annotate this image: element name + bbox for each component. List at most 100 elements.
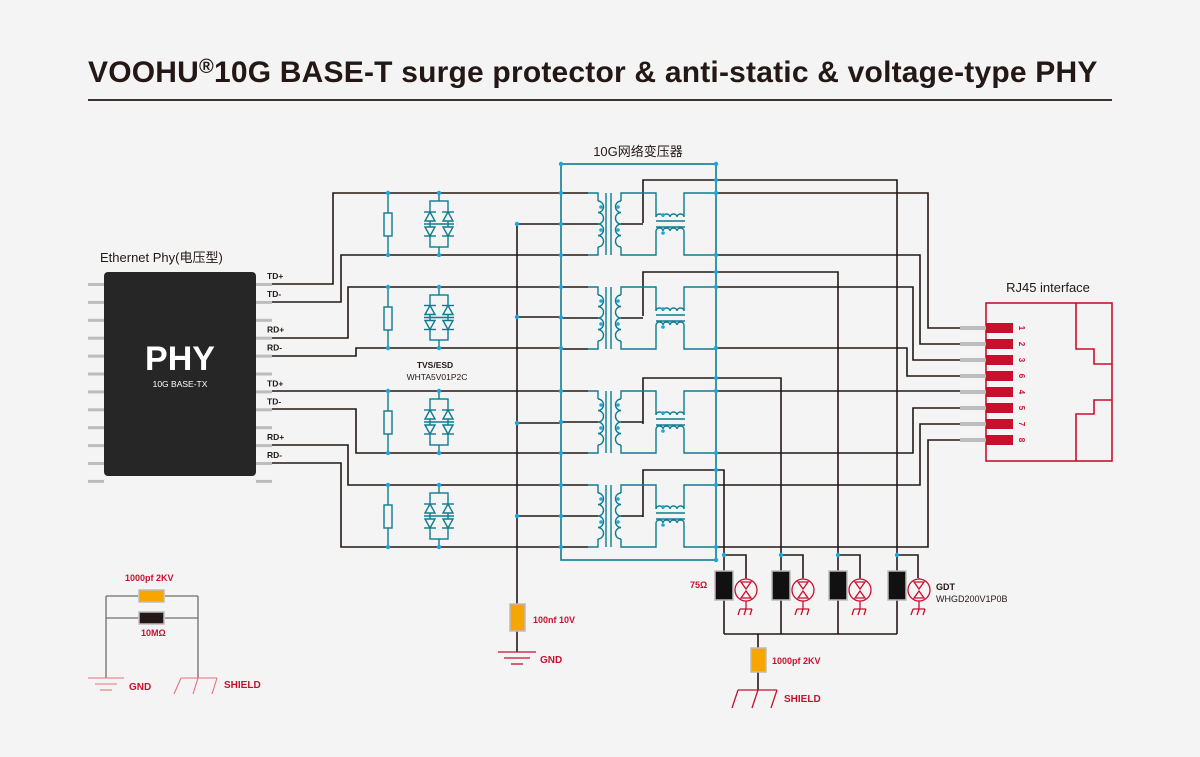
rj45-pin-lead bbox=[960, 390, 986, 394]
gdt-electrodes bbox=[796, 581, 810, 599]
rj45-pin-number: 1 bbox=[1017, 326, 1026, 331]
rj45-pin bbox=[986, 339, 1013, 349]
bob-smith-resistor-75ohm bbox=[714, 570, 734, 601]
transformer-outline bbox=[560, 163, 717, 561]
junction-node bbox=[514, 420, 520, 426]
junction-node bbox=[385, 190, 391, 196]
phy-chip-body bbox=[104, 272, 256, 476]
phy-pin bbox=[256, 283, 272, 286]
choke-coil bbox=[655, 307, 685, 312]
capacitor-1000pf-shield bbox=[750, 647, 767, 673]
registered-mark: ® bbox=[199, 56, 214, 78]
polarity-dots bbox=[599, 205, 665, 235]
junction-node bbox=[721, 552, 727, 558]
phy-pin-label: RD+ bbox=[267, 432, 284, 442]
polarity-dots bbox=[599, 497, 665, 527]
tvs-block bbox=[383, 193, 455, 255]
legend-resistor bbox=[138, 611, 165, 625]
junction-node bbox=[558, 388, 564, 394]
rj45-pin-number: 8 bbox=[1017, 438, 1026, 443]
gdt-electrodes bbox=[853, 581, 867, 599]
junction-node bbox=[436, 252, 442, 258]
rj45-pin-lead bbox=[960, 406, 986, 410]
tvs-diode bbox=[423, 319, 437, 331]
chassis-legend: 1000pf 2KV 10MΩ GND SHIELD bbox=[88, 573, 261, 695]
choke-coil bbox=[655, 425, 685, 430]
junction-node bbox=[713, 482, 719, 488]
rj45-pin-lead bbox=[960, 374, 986, 378]
capacitor-100nf bbox=[509, 603, 526, 632]
tvs-diode bbox=[441, 226, 455, 238]
phy-pin bbox=[88, 462, 104, 465]
polarity-dot bbox=[599, 205, 603, 209]
tvs-blocks bbox=[383, 193, 455, 547]
legend-capacitor bbox=[138, 589, 165, 603]
polarity-dot bbox=[616, 426, 620, 430]
bob-smith-resistor-75ohm bbox=[887, 570, 907, 601]
legend-shield-symbol bbox=[173, 677, 218, 695]
transformer-title: 10G网络变压器 bbox=[593, 144, 683, 159]
junction-node bbox=[558, 315, 564, 320]
phy-pin bbox=[256, 462, 272, 465]
page-title: VOOHU®10G BASE-T surge protector & anti-… bbox=[88, 56, 1098, 90]
signal-wires bbox=[272, 179, 960, 690]
rj45-latch-bottom bbox=[1075, 399, 1112, 461]
junction-node bbox=[558, 345, 564, 351]
phy-pin bbox=[256, 300, 272, 304]
rj45-pin bbox=[986, 403, 1013, 413]
legend-res-label: 10MΩ bbox=[141, 628, 166, 638]
gdt-electrodes bbox=[739, 581, 753, 599]
legend-wires bbox=[105, 595, 199, 678]
legend-shield-label: SHIELD bbox=[224, 680, 261, 691]
junction-node bbox=[713, 557, 719, 563]
junction-node bbox=[558, 419, 564, 425]
polarity-dot bbox=[616, 403, 620, 407]
junction-node bbox=[436, 544, 442, 550]
polarity-dot bbox=[599, 403, 603, 407]
junction-node bbox=[558, 190, 564, 196]
bob-smith-resistor-75ohm bbox=[828, 570, 848, 601]
polarity-dot bbox=[599, 497, 603, 501]
gdt-part: WHGD200V1P0B bbox=[936, 594, 1008, 604]
transformer-channels bbox=[561, 192, 716, 548]
phy-pin bbox=[256, 408, 272, 412]
junction-node bbox=[385, 345, 391, 351]
polarity-dot bbox=[661, 213, 665, 217]
phy-pin-label: TD+ bbox=[267, 378, 283, 388]
junction-node bbox=[385, 482, 391, 488]
junction-node bbox=[713, 284, 719, 290]
tvs-diode bbox=[423, 424, 437, 436]
brand-name: VOOHU bbox=[88, 56, 200, 89]
gdt bbox=[734, 578, 758, 616]
rj45-pin bbox=[986, 355, 1013, 365]
phy-pin bbox=[256, 444, 272, 448]
transformer-wire bbox=[561, 390, 643, 454]
phy-pin bbox=[88, 318, 104, 322]
bob-smith-network bbox=[714, 570, 931, 616]
junction-node bbox=[385, 388, 391, 394]
choke-coil bbox=[655, 321, 685, 326]
polarity-dot bbox=[599, 426, 603, 430]
polarity-dots bbox=[599, 299, 665, 329]
rj45-pin-number: 5 bbox=[1017, 406, 1026, 411]
junction-nodes bbox=[385, 161, 900, 563]
rj45-pin bbox=[986, 435, 1013, 445]
polarity-dot bbox=[661, 429, 665, 433]
tvs-block bbox=[383, 391, 455, 453]
shield-symbol bbox=[731, 689, 778, 709]
junction-node bbox=[558, 450, 564, 456]
polarity-dot bbox=[599, 228, 603, 232]
polarity-dot bbox=[661, 231, 665, 235]
rj45-pin-number: 4 bbox=[1017, 390, 1026, 395]
rj45-pin-lead bbox=[960, 326, 986, 330]
tvs-block bbox=[383, 287, 455, 348]
bob-smith-shield-label: SHIELD bbox=[784, 694, 821, 705]
tvs-part: WHTA5V01P2C bbox=[407, 372, 468, 382]
tvs-diode bbox=[423, 408, 437, 420]
tvs-diode bbox=[441, 210, 455, 222]
junction-node bbox=[385, 284, 391, 290]
gdt-chassis-ground bbox=[851, 608, 867, 616]
phy-pin-label: TD- bbox=[267, 396, 281, 406]
phy-pin bbox=[88, 354, 104, 358]
junction-node bbox=[713, 177, 719, 183]
